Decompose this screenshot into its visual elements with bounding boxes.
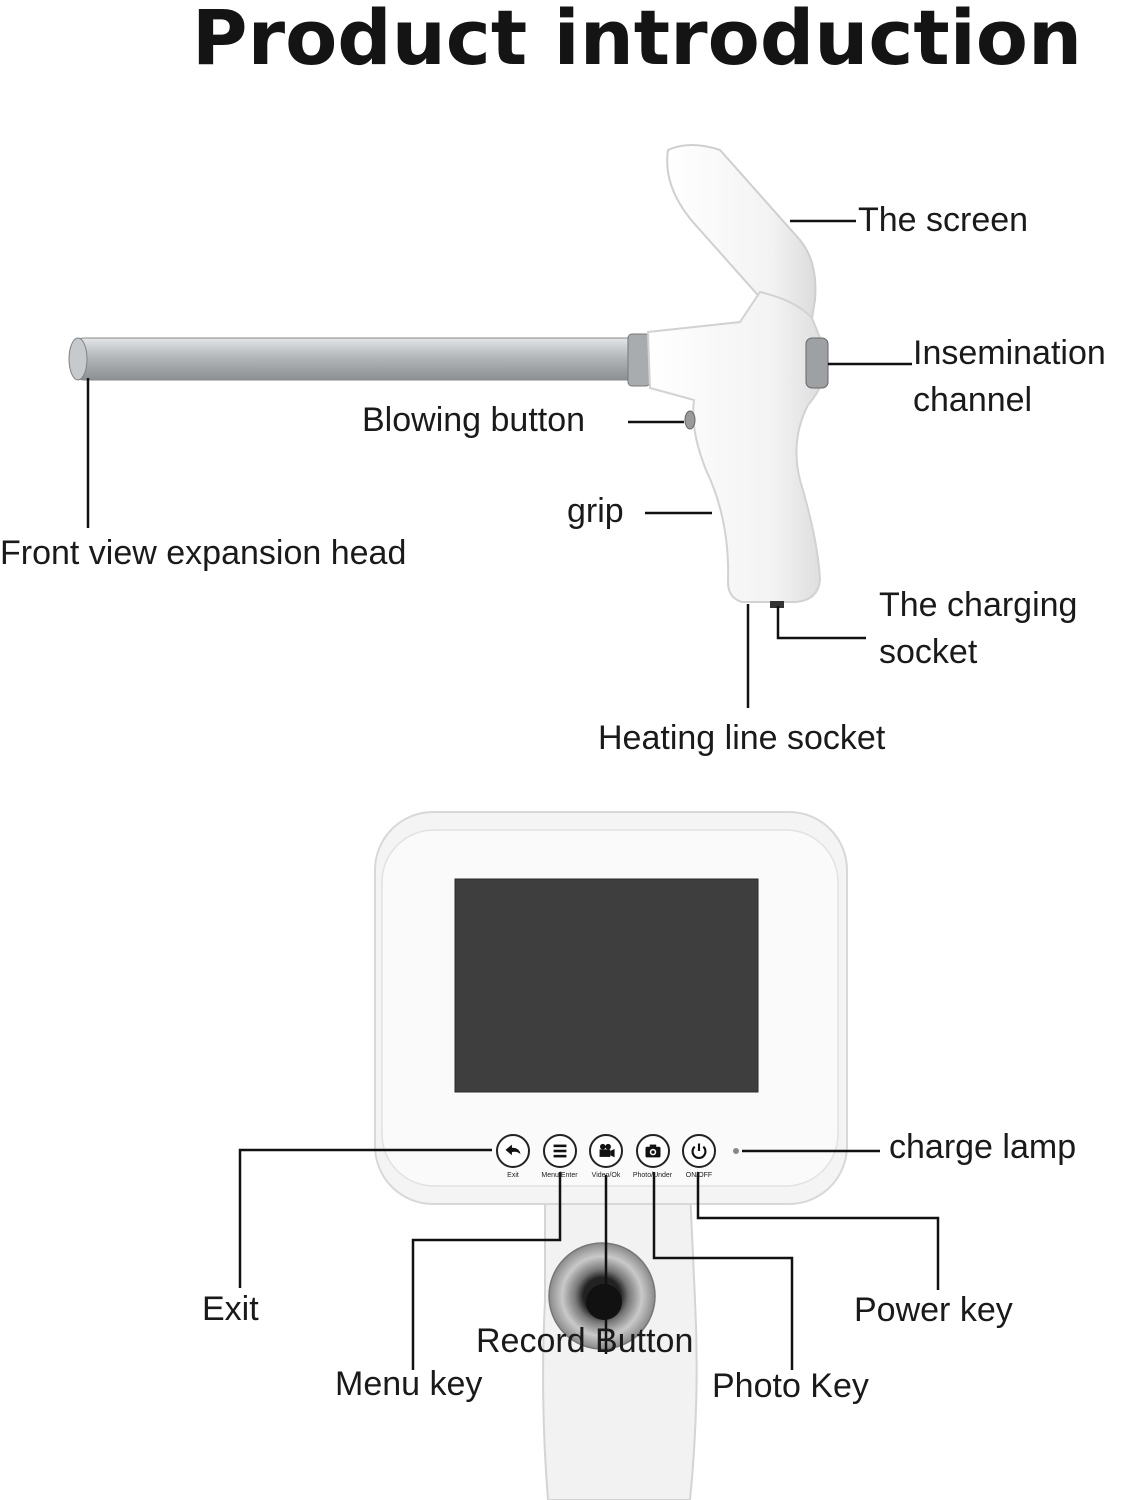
device-button-3[interactable]: Video/Ok <box>585 1132 625 1188</box>
label-insemination-line1: Insemination <box>913 334 1106 372</box>
top-leader-lines <box>86 219 912 708</box>
page-title: Product introduction <box>191 0 1083 82</box>
channel-opening <box>586 1284 622 1320</box>
insemination-gun-side-view <box>68 144 829 608</box>
label-front-view-expansion-head: Front view expansion head <box>0 534 407 572</box>
device-button-4[interactable]: Photo/Under <box>632 1132 672 1188</box>
screen-housing <box>666 144 817 326</box>
device-button-caption: Photo/Under <box>632 1172 673 1179</box>
device-button-caption: Video/Ok <box>591 1172 621 1179</box>
rod-collar <box>627 333 651 387</box>
power-icon <box>682 1134 716 1168</box>
label-record-button: Record Button <box>476 1322 694 1360</box>
label-grip: grip <box>567 492 624 530</box>
back-arrow-icon <box>496 1134 530 1168</box>
label-exit: Exit <box>202 1290 259 1328</box>
device-button-2[interactable]: Menu/Enter <box>539 1132 579 1188</box>
device-button-caption: ON/OFF <box>685 1172 713 1179</box>
menu-lines-icon <box>542 1134 577 1168</box>
device-front-view <box>374 811 848 1500</box>
device-button-5[interactable]: ON/OFF <box>678 1132 718 1188</box>
device-button-caption: Exit <box>507 1172 519 1179</box>
grip-body <box>646 290 827 603</box>
label-charging-line2: socket <box>879 633 978 671</box>
bottom-leader-lines <box>238 1148 940 1370</box>
blowing-button <box>684 410 696 430</box>
metal-rod <box>71 337 641 381</box>
label-photo-key: Photo Key <box>712 1367 869 1405</box>
device-button-caption: Menu/Enter <box>541 1172 578 1179</box>
label-the-screen: The screen <box>858 201 1029 239</box>
charge-lamp <box>733 1148 739 1154</box>
photo-camera-icon <box>635 1134 670 1168</box>
screen-display <box>454 878 759 1093</box>
label-charging-line1: The charging <box>879 586 1078 624</box>
label-heating-line-socket: Heating line socket <box>598 719 886 757</box>
charging-socket <box>770 601 784 608</box>
label-blowing-button: Blowing button <box>362 401 586 439</box>
device-button-row: Exit Menu/Enter Video/Ok Photo/Under ON/OFF <box>492 1132 722 1188</box>
video-camera-icon <box>589 1134 623 1168</box>
label-menu-key: Menu key <box>335 1365 483 1403</box>
label-charge-lamp: charge lamp <box>889 1128 1077 1166</box>
insemination-channel-ring <box>805 337 829 389</box>
device-button-1[interactable]: Exit <box>492 1132 532 1188</box>
front-expansion-head <box>68 337 88 381</box>
label-insemination-line2: channel <box>913 381 1033 419</box>
label-power-key: Power key <box>854 1291 1013 1329</box>
